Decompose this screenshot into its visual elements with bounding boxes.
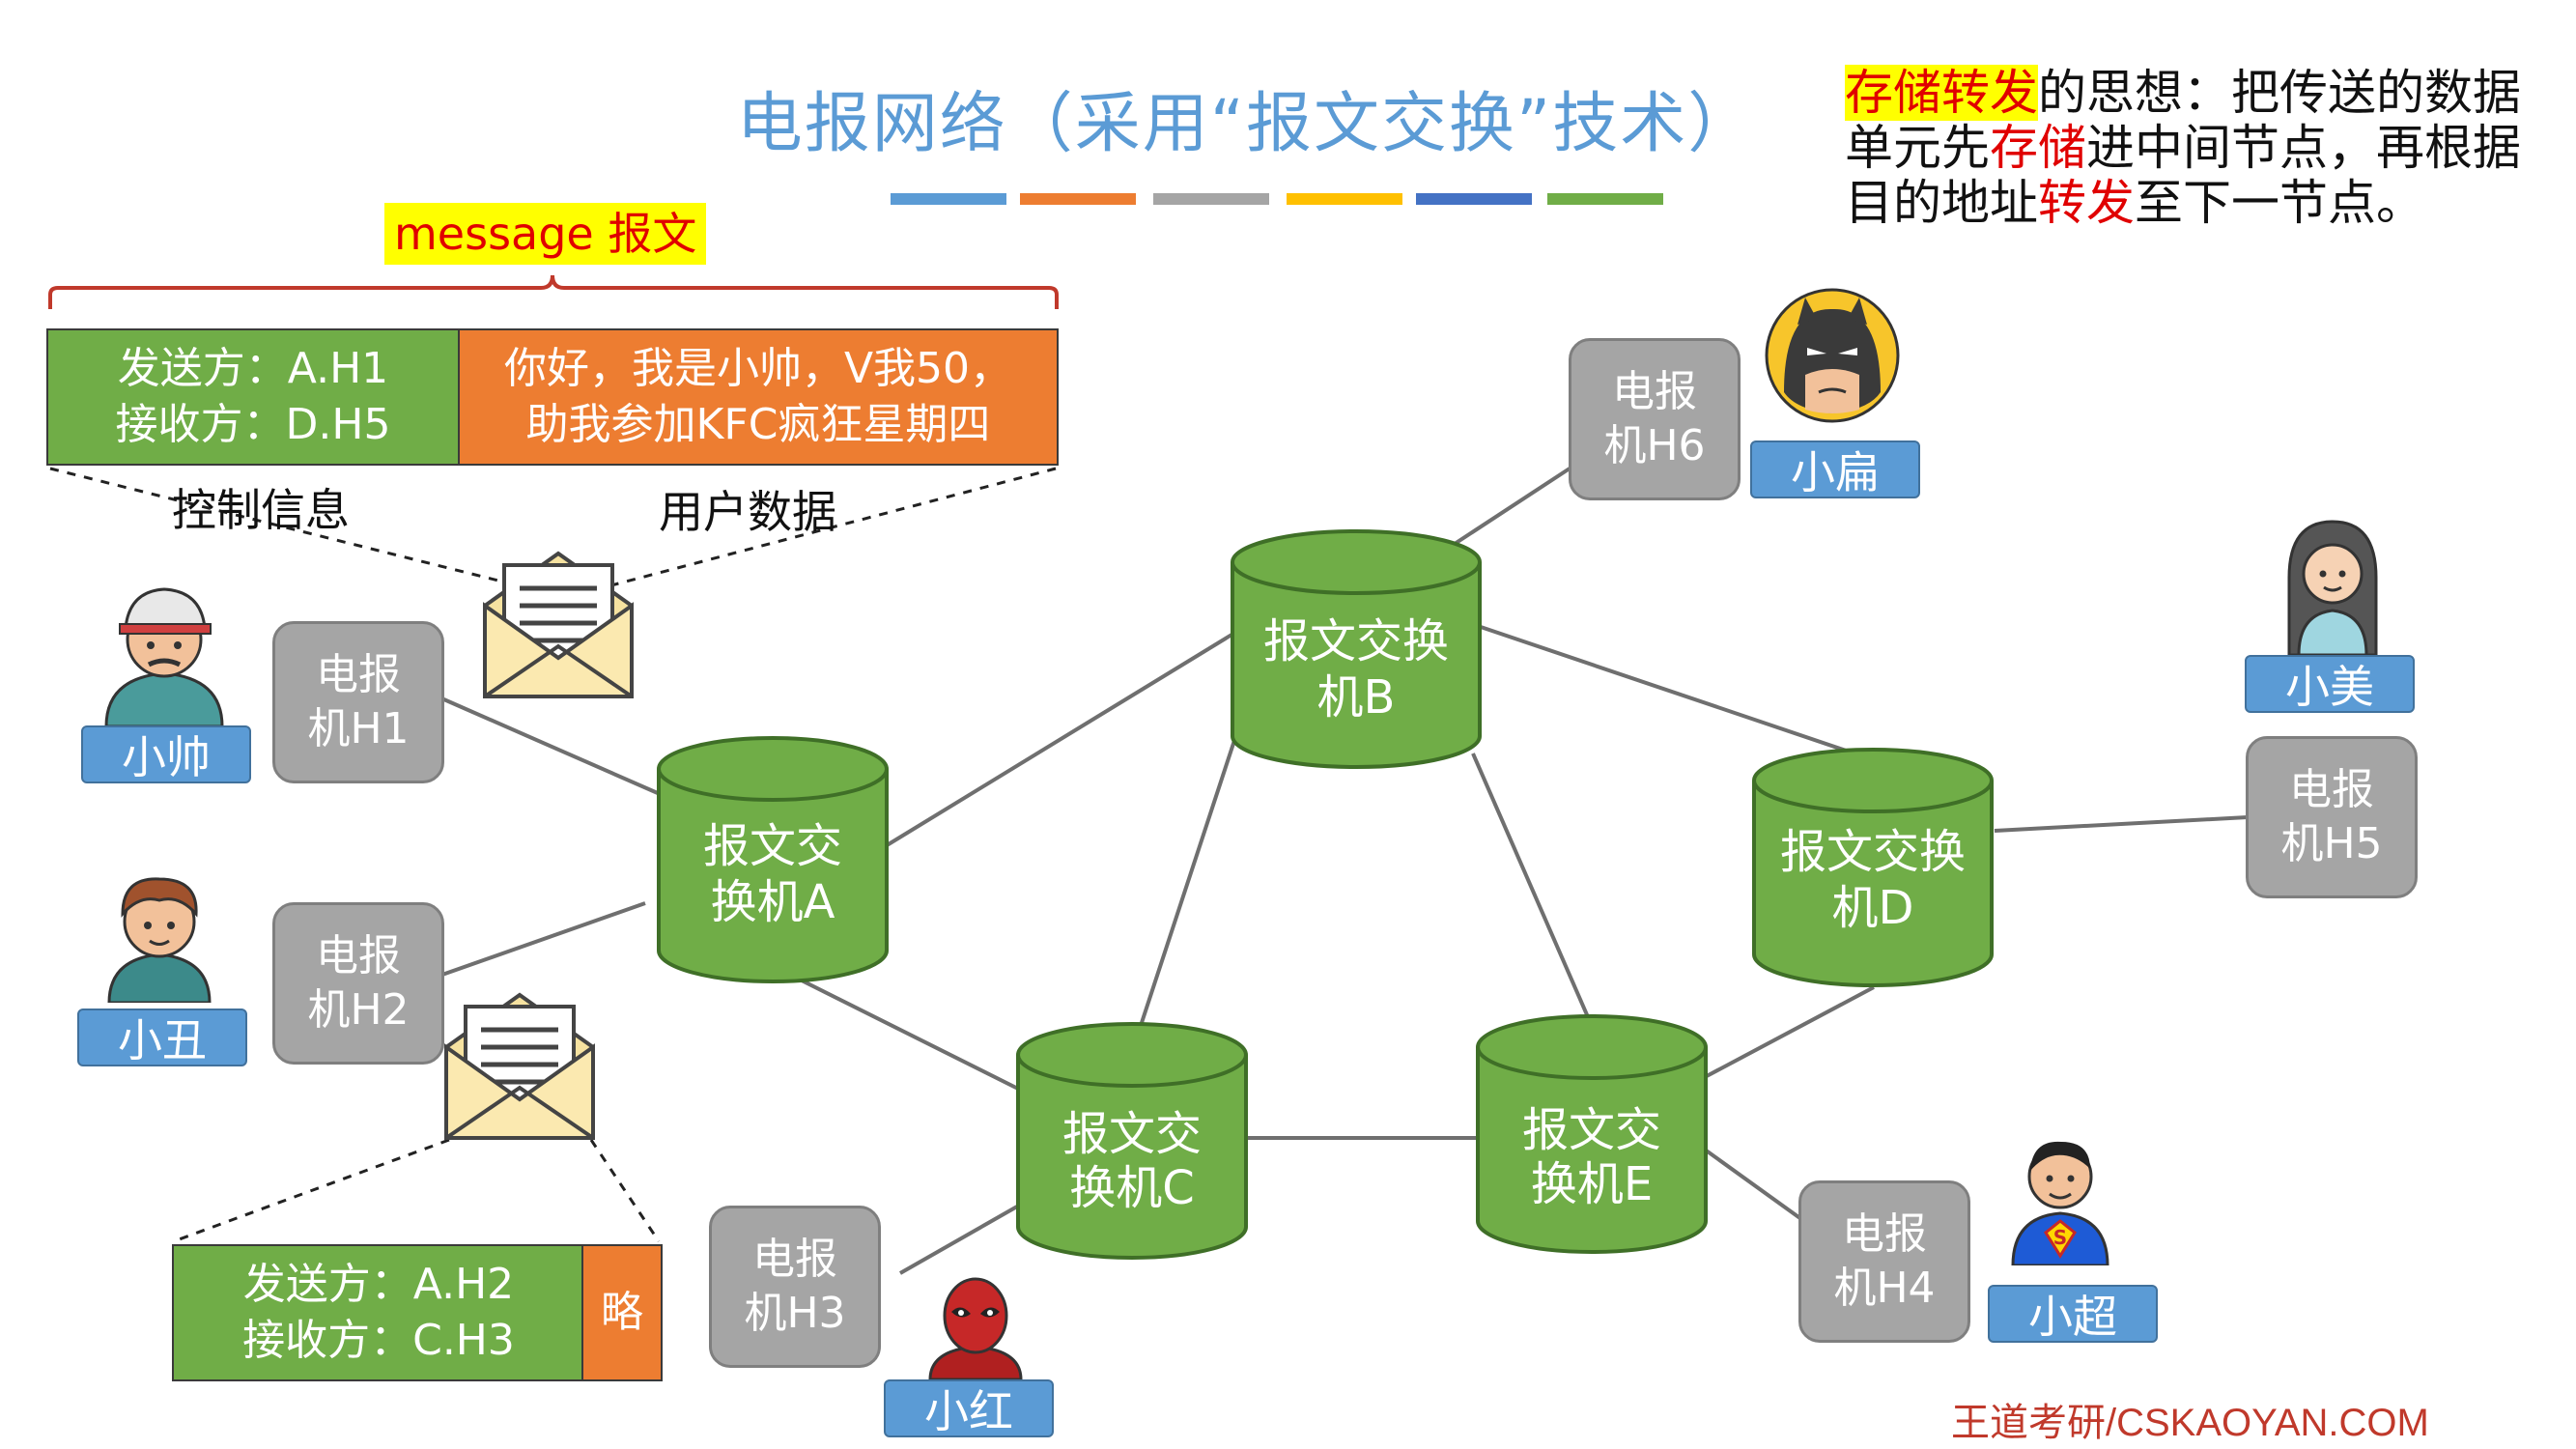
name-label-h3: 小红	[884, 1379, 1054, 1437]
title-bar-3	[1153, 193, 1269, 205]
brand-footer: 王道考研/CSKAOYAN.COM	[1951, 1402, 2429, 1444]
switch-a: 报文交 换机A	[657, 736, 889, 983]
host-h2-line2: 机H2	[307, 985, 410, 1035]
title-bar-1	[891, 193, 1006, 205]
switch-e: 报文交 换机E	[1476, 1014, 1708, 1254]
envelope-icon	[483, 551, 634, 698]
desc-part2: 进中间节点，再根据目的地址	[1845, 120, 2521, 231]
host-h1: 电报机H1	[272, 621, 444, 783]
term-highlight: 存储转发	[1845, 65, 2038, 121]
host-h4-line1: 电报	[1842, 1209, 1927, 1259]
host-h3-line2: 机H3	[744, 1289, 846, 1338]
host-h6: 电报机H6	[1569, 338, 1741, 500]
callout-line-left	[49, 467, 542, 593]
host-h5-line1: 电报	[2289, 765, 2374, 814]
user-data-box: 你好，我是小帅，V我50， 助我参加KFC疯狂星期四	[458, 328, 1059, 466]
name-label-h4: 小超	[1988, 1285, 2158, 1343]
switch-a-line1: 报文交	[703, 819, 842, 873]
link-d-e	[1704, 985, 1875, 1079]
control-line1: 发送方：A.H1	[117, 344, 389, 393]
control-line2: 接收方：D.H5	[115, 400, 391, 449]
control2-line2: 接收方：C.H3	[242, 1316, 515, 1365]
name-label-h5: 小美	[2245, 655, 2415, 713]
switch-d-line1: 报文交换	[1780, 825, 1966, 879]
link-h2-a	[439, 901, 646, 978]
host-h6-line1: 电报	[1612, 367, 1697, 416]
control-info-caption: 控制信息	[172, 484, 350, 536]
host-h5: 电报机H5	[2246, 736, 2418, 898]
user-line2: 助我参加KFC疯狂星期四	[525, 400, 991, 449]
link-b-d	[1477, 624, 1855, 755]
link-c-h3	[899, 1201, 1025, 1275]
switch-c: 报文交 换机C	[1016, 1022, 1248, 1260]
switch-c-line2: 换机C	[1069, 1161, 1195, 1215]
message-brace	[48, 274, 1059, 309]
desc-part3: 至下一节点。	[2135, 175, 2424, 231]
envelope-icon-2	[444, 992, 595, 1140]
switch-b: 报文交换 机B	[1231, 529, 1482, 769]
control-info-box-2: 发送方：A.H2 接收方：C.H3	[172, 1244, 585, 1381]
host-h4-line2: 机H4	[1833, 1264, 1936, 1313]
callout2-line-left	[173, 1138, 450, 1243]
boy-avatar-icon	[107, 877, 212, 1003]
message-label: message 报文	[384, 203, 707, 265]
callout2-line-right	[589, 1139, 661, 1242]
link-h1-a	[439, 696, 667, 799]
switch-e-line2: 换机E	[1531, 1157, 1653, 1211]
host-h6-line2: 机H6	[1603, 421, 1706, 470]
batman-avatar-icon	[1765, 288, 1900, 423]
desc-store: 存储	[1990, 120, 2086, 176]
desc-forward: 转发	[2038, 175, 2135, 231]
switch-d-line2: 机D	[1832, 881, 1914, 935]
control-info-box: 发送方：A.H1 接收方：D.H5	[46, 328, 460, 466]
user-data-caption: 用户数据	[659, 486, 836, 538]
switch-b-line2: 机B	[1317, 670, 1396, 724]
svg-text:S: S	[2053, 1226, 2067, 1249]
host-h2: 电报机H2	[272, 902, 444, 1065]
link-b-c	[1133, 704, 1248, 1044]
host-h1-line2: 机H1	[307, 704, 410, 753]
user-data-box-2: 略	[581, 1244, 663, 1381]
title-bar-6	[1547, 193, 1663, 205]
page-title: 电报网络（采用“报文交换”技术）	[736, 86, 1756, 162]
switch-b-line1: 报文交换	[1263, 614, 1449, 668]
host-h4: 电报机H4	[1798, 1180, 1970, 1343]
link-a-c	[781, 969, 1025, 1094]
title-bar-4	[1287, 193, 1402, 205]
switch-d: 报文交换 机D	[1752, 748, 1994, 987]
title-bar-2	[1020, 193, 1136, 205]
user-data-omitted: 略	[601, 1288, 643, 1337]
host-h2-line1: 电报	[316, 931, 401, 980]
switch-e-line1: 报文交	[1522, 1103, 1661, 1157]
link-b-e	[1471, 753, 1594, 1027]
switch-c-line1: 报文交	[1062, 1107, 1202, 1161]
store-and-forward-description: 存储转发的思想：把传送的数据单元先存储进中间节点，再根据目的地址转发至下一节点。	[1845, 65, 2560, 231]
host-h3-line1: 电报	[752, 1235, 837, 1284]
host-h5-line2: 机H5	[2280, 819, 2383, 868]
control2-line1: 发送方：A.H2	[242, 1260, 515, 1309]
link-a-b	[877, 624, 1248, 852]
desc-part1: 的思想：把传送的数据单元先	[1845, 65, 2521, 176]
boy-cap-avatar-icon	[104, 587, 224, 726]
link-e-h4	[1703, 1148, 1803, 1221]
switch-a-line2: 换机A	[711, 875, 835, 929]
user-line1: 你好，我是小帅，V我50，	[503, 344, 1013, 393]
superman-avatar-icon: S	[2011, 1141, 2109, 1265]
title-bar-5	[1416, 193, 1532, 205]
name-label-h6: 小扁	[1750, 440, 1920, 498]
host-h3: 电报机H3	[709, 1206, 881, 1368]
callout-line-right	[588, 467, 1057, 593]
link-d-h5	[1994, 815, 2249, 833]
name-label-h1: 小帅	[81, 725, 251, 783]
deadpool-avatar-icon	[928, 1277, 1023, 1379]
girl-avatar-icon	[2287, 520, 2378, 655]
name-label-h2: 小丑	[77, 1009, 247, 1066]
host-h1-line1: 电报	[316, 650, 401, 699]
